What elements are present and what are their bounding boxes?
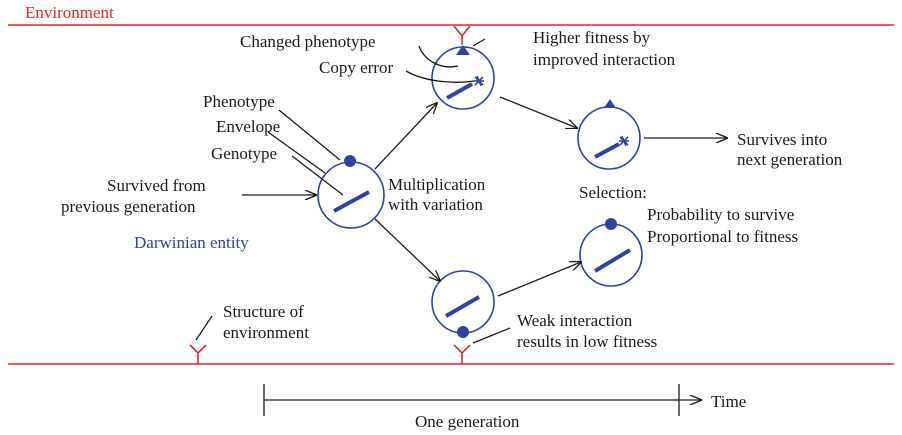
environment-structure-bottom-left [189,344,207,364]
leader-phenotype [278,109,341,161]
environment-structure-top [453,25,471,45]
arrow-to-weak [374,218,440,281]
copy-error-star-icon [619,135,629,147]
leader-envelope [267,131,326,174]
phenotype-triangle-icon [604,99,616,108]
copy-error-star-icon [474,75,484,87]
leader-higher-fitness [472,38,486,47]
multiplication-label-line1: Multiplication [388,175,486,194]
phenotype-dot [344,155,356,167]
environment-label: Environment [25,3,114,22]
selection-cell [579,218,643,287]
mutant-cell [431,45,495,110]
survives-label-line1: Survives into [737,130,827,149]
leader-genotype [291,155,344,196]
weak-cell [431,270,495,338]
darwinian-entity-cell [317,155,385,229]
genotype-bar [593,248,632,273]
darwinian-entity-label: Darwinian entity [134,233,249,252]
survivor-cell [577,99,641,170]
arrow-to-selection [497,262,581,297]
changed-phenotype-label: Changed phenotype [240,32,376,51]
arrow-to-mutant [374,103,437,170]
genotype-bar [445,295,480,318]
survives-label-line2: next generation [737,150,843,169]
survived-label-line2: previous generation [61,197,196,216]
leader-changed-phenotype [418,45,459,68]
phenotype-label: Phenotype [203,92,275,111]
environment-structure-bottom-center [453,344,471,364]
phenotype-dot [605,218,617,230]
genotype-bar [594,142,620,159]
higher-fitness-label-line1: Higher fitness by [533,28,651,47]
envelope-label: Envelope [216,117,280,136]
weak-interaction-label-line2: results in low fitness [517,332,657,351]
leader-copy-error [405,70,475,83]
proportional-label: Proportional to fitness [647,227,798,246]
one-generation-label: One generation [415,412,520,431]
copy-error-label: Copy error [319,58,393,77]
probability-label: Probability to survive [647,205,794,224]
survived-label-line1: Survived from [107,176,206,195]
selection-label: Selection: [579,183,647,202]
genotype-bar [333,190,370,213]
genotype-bar [446,82,473,100]
time-axis [263,384,701,416]
weak-interaction-label-line1: Weak interaction [517,311,633,330]
genotype-label: Genotype [211,144,277,163]
structure-label-line1: Structure of [223,302,304,321]
leader-weak-interaction [472,327,511,344]
time-label: Time [711,392,746,411]
multiplication-label-line2: with variation [388,195,483,214]
phenotype-dot [457,326,469,338]
arrow-to-survivor [499,96,577,128]
changed-phenotype-triangle-icon [456,45,470,55]
leader-structure [195,315,213,341]
higher-fitness-label-line2: improved interaction [533,50,676,69]
structure-label-line2: environment [223,323,309,342]
